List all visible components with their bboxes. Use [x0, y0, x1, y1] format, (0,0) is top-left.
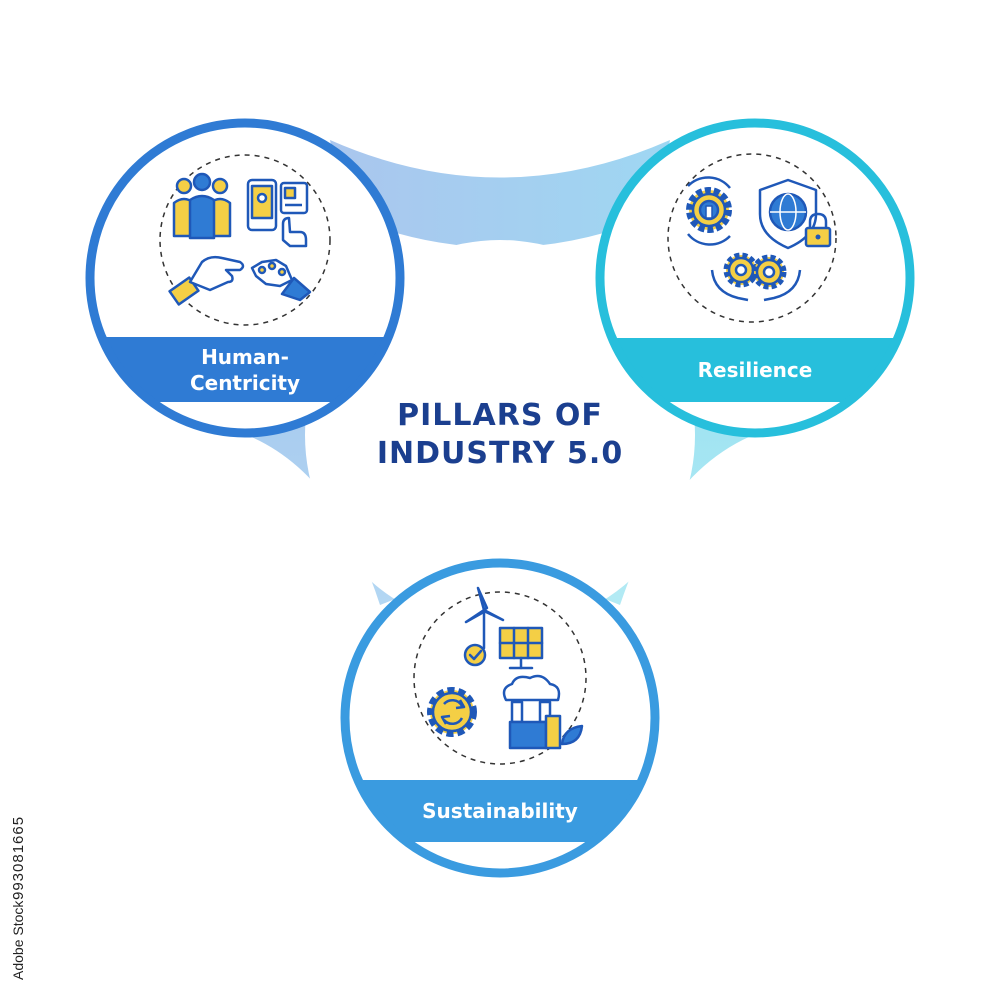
center-disc — [305, 240, 695, 630]
human-centricity-dashed-ring — [159, 154, 331, 326]
sustainability-dashed-ring — [413, 591, 587, 765]
recycle-gear-icon — [427, 687, 477, 737]
human-centricity-label-line-1: Human- — [201, 345, 289, 369]
factory-leaf-icon — [502, 674, 584, 750]
resilience-label: Resilience — [698, 358, 813, 382]
resilience-dashed-ring — [667, 153, 837, 323]
mobile-app-icon — [246, 178, 309, 248]
human-centricity-label-line-2: Centricity — [190, 371, 300, 395]
stock-image-id: 993081665 — [10, 815, 27, 900]
gears-hands-icon — [710, 252, 802, 302]
wind-turbine-solar-icon — [463, 586, 544, 670]
pillar-human-centricity: Human- Centricity — [85, 118, 405, 438]
title-line-2: INDUSTRY 5.0 — [377, 436, 623, 471]
globe-shield-lock-icon — [758, 178, 832, 250]
pillar-sustainability: Sustainability — [340, 558, 660, 878]
team-icon — [172, 172, 232, 240]
connector-top — [330, 140, 670, 248]
human-robot-hand-icon — [168, 255, 312, 306]
wrench-gear-cycle-icon — [686, 176, 732, 246]
title-line-1: PILLARS OF — [397, 398, 603, 433]
sustainability-label: Sustainability — [422, 799, 578, 823]
stock-brand: Adobe Stock — [10, 900, 26, 980]
pillar-resilience: Resilience — [595, 118, 915, 438]
